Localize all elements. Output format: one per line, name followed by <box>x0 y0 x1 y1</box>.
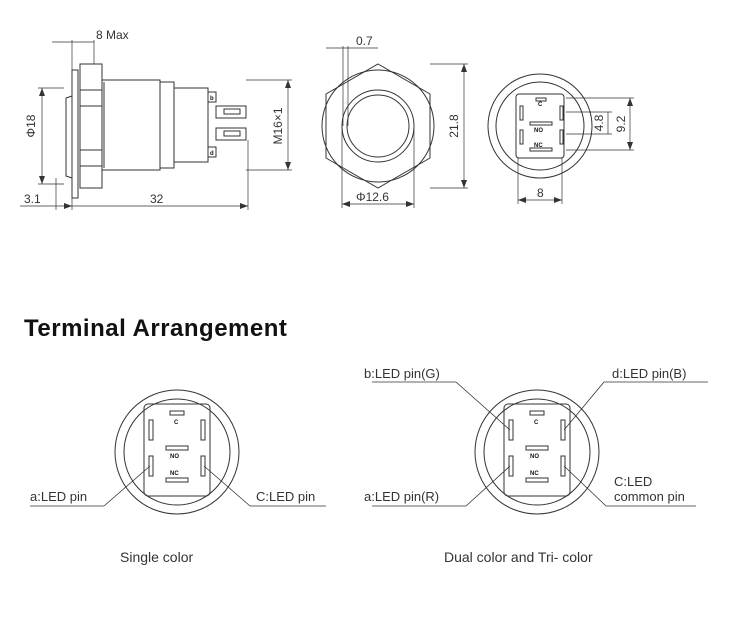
dimension-arrows <box>39 64 633 209</box>
single-label-c: C:LED pin <box>256 489 315 504</box>
single-pin-no: NO <box>170 454 179 460</box>
side-pin-b: b <box>210 96 214 102</box>
button-inner <box>346 94 410 158</box>
dual-label-b: b:LED pin(G) <box>364 366 440 381</box>
rear-inner-ring <box>495 81 585 171</box>
dim-3-1: 3.1 <box>24 192 41 206</box>
rear-view <box>487 73 634 204</box>
dual-label-a: a:LED pin(R) <box>364 489 439 504</box>
terminal-d <box>207 146 217 158</box>
dual-caption: Dual color and Tri- color <box>444 549 593 565</box>
dim-8: 8 <box>537 186 544 200</box>
section-title: Terminal Arrangement <box>24 315 287 342</box>
dual-pin-c: C <box>534 420 539 426</box>
dim-9-2: 9.2 <box>614 115 628 132</box>
dim-21-8: 21.8 <box>447 114 461 138</box>
terminal-b <box>207 91 217 103</box>
single-caption: Single color <box>120 549 193 565</box>
bezel-cap <box>65 95 73 179</box>
dim-dia18: Φ18 <box>24 114 38 137</box>
threaded-body <box>101 79 161 171</box>
dual-pin-no: NO <box>530 454 539 460</box>
panel-flange <box>71 69 79 199</box>
dual-label-d: d:LED pin(B) <box>612 366 686 381</box>
dim-dia12-6: Φ12.6 <box>356 190 389 204</box>
dual-color-terminal <box>372 381 708 515</box>
rear-pin-nc: NC <box>534 143 543 149</box>
rear-pin-no: NO <box>534 128 543 134</box>
terminal-block <box>173 87 209 163</box>
rear-pin-c: C <box>538 102 543 108</box>
single-color-terminal <box>30 389 326 515</box>
single-label-a: a:LED pin <box>30 489 87 504</box>
front-view <box>321 46 468 208</box>
dim-32: 32 <box>150 192 164 206</box>
dual-label-c-line1: C:LED <box>614 474 652 489</box>
dim-thread: M16×1 <box>271 107 285 144</box>
terminal-upper <box>215 105 247 119</box>
rear-outer-ring <box>487 73 593 179</box>
terminal-lower <box>215 127 247 141</box>
single-pin-nc: NC <box>170 471 179 477</box>
single-pin-c: C <box>174 420 179 426</box>
bezel-circle <box>321 69 435 183</box>
dual-label-c-line2: common pin <box>614 489 685 504</box>
dim-8max: 8 Max <box>96 28 129 42</box>
hex-nut-outline <box>325 63 431 189</box>
side-pin-d: d <box>210 151 214 157</box>
dual-pin-nc: NC <box>530 471 539 477</box>
rear-housing <box>159 81 175 169</box>
dim-4-8: 4.8 <box>592 114 606 131</box>
hex-nut <box>79 63 103 189</box>
button-outer <box>341 89 415 163</box>
dim-0-7: 0.7 <box>356 34 373 48</box>
side-view <box>20 40 292 210</box>
